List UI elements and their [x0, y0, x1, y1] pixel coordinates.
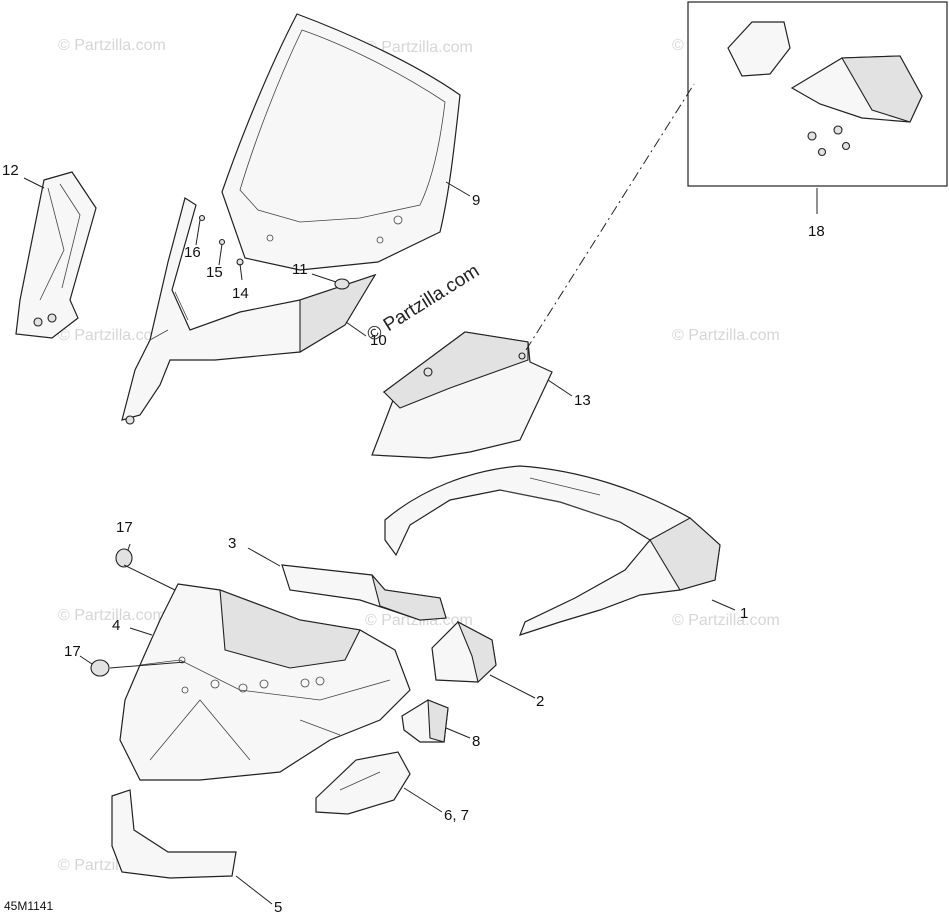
callout-2: 2 — [536, 693, 544, 710]
watermark: © Partzilla.com — [58, 327, 166, 344]
callout-16: 16 — [184, 244, 201, 261]
part-2-block — [431, 620, 497, 684]
callout-labels: 1 2 3 4 5 6, 7 8 9 10 11 12 13 14 15 16 … — [2, 162, 825, 915]
leader-lines — [23, 177, 818, 905]
callout-11: 11 — [292, 261, 308, 278]
watermark: © Partzilla.com — [365, 39, 473, 56]
part-9-windshield — [221, 13, 461, 271]
diagram-code: 45M1141 — [4, 899, 53, 913]
callout-8: 8 — [472, 733, 480, 750]
callout-6-7: 6, 7 — [444, 807, 469, 824]
part-3-cover — [281, 564, 447, 621]
part-8-block — [401, 699, 449, 743]
callout-3: 3 — [228, 535, 236, 552]
callout-10: 10 — [370, 332, 387, 349]
part-13-side-panel — [371, 331, 553, 459]
callout-13: 13 — [574, 392, 591, 409]
part-5-trim — [111, 789, 237, 879]
part-17-grommet-upper — [115, 548, 133, 568]
callout-9: 9 — [472, 192, 480, 209]
callout-12: 12 — [2, 162, 19, 179]
part-1-frame — [384, 465, 721, 636]
callout-14: 14 — [232, 285, 249, 302]
watermark: © Partzilla.com — [58, 37, 166, 54]
callout-15: 15 — [206, 264, 223, 281]
callout-17-lower: 17 — [64, 643, 81, 660]
callout-5: 5 — [274, 899, 282, 915]
watermark: © Partzilla.com — [58, 607, 166, 624]
leader-dashed-18 — [525, 83, 695, 351]
part-12-bracket — [15, 171, 97, 339]
part-10-deflector — [121, 197, 377, 425]
part-11-grommet — [334, 278, 350, 290]
callout-18: 18 — [808, 223, 825, 240]
watermark: © Partzilla.com — [672, 612, 780, 629]
part-18-detail-box — [687, 1, 948, 187]
part-4-hood — [119, 583, 411, 781]
callout-4: 4 — [112, 617, 120, 634]
watermark: © Partzilla.com — [672, 327, 780, 344]
callout-1: 1 — [740, 605, 748, 622]
callout-17-upper: 17 — [116, 519, 133, 536]
part-6-7-pad — [315, 751, 411, 815]
part-17-grommet-lower — [90, 659, 110, 677]
